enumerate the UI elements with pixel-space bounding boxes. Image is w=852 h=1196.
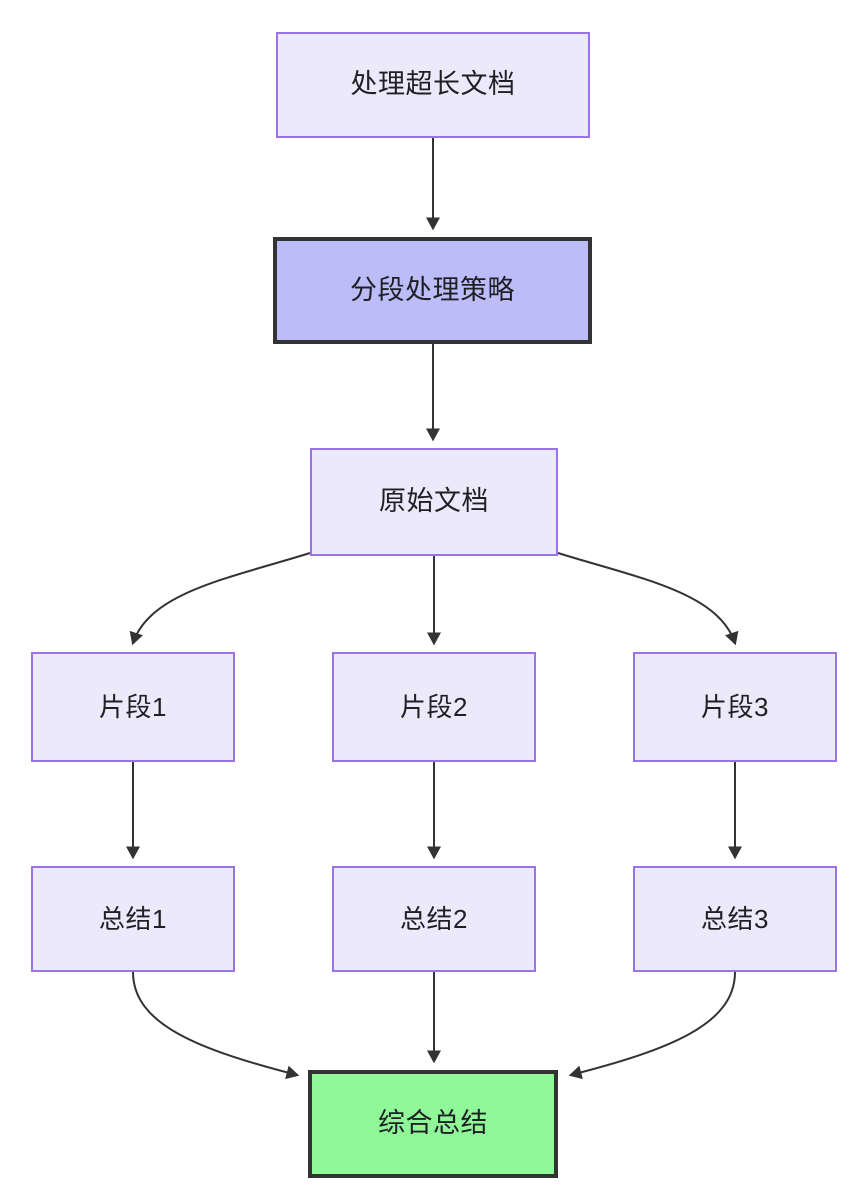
node-source-document[interactable]: 原始文档 <box>310 448 558 556</box>
node-chunk-3[interactable]: 片段3 <box>633 652 837 762</box>
node-summary-3[interactable]: 总结3 <box>633 866 837 972</box>
node-label: 片段2 <box>400 691 468 722</box>
edge-summary3-final <box>568 971 736 1080</box>
node-combined-summary[interactable]: 综合总结 <box>308 1070 558 1178</box>
node-summary-2[interactable]: 总结2 <box>332 866 536 972</box>
edge-summary1-final <box>132 971 300 1080</box>
node-label: 总结1 <box>99 903 167 934</box>
node-label: 综合总结 <box>378 1108 488 1139</box>
node-processing-long-document[interactable]: 处理超长文档 <box>276 32 590 138</box>
node-summary-1[interactable]: 总结1 <box>31 866 235 972</box>
node-chunk-2[interactable]: 片段2 <box>332 652 536 762</box>
edge-source-chunk1 <box>129 552 311 646</box>
node-label: 总结3 <box>701 903 769 934</box>
node-label: 处理超长文档 <box>350 69 516 100</box>
node-chunking-strategy[interactable]: 分段处理策略 <box>273 237 592 344</box>
node-label: 总结2 <box>400 903 468 934</box>
node-chunk-1[interactable]: 片段1 <box>31 652 235 762</box>
node-label: 分段处理策略 <box>350 274 515 305</box>
node-label: 原始文档 <box>379 486 489 517</box>
node-label: 片段1 <box>99 691 167 722</box>
edge-source-chunk3 <box>557 552 739 646</box>
node-label: 片段3 <box>701 691 769 722</box>
